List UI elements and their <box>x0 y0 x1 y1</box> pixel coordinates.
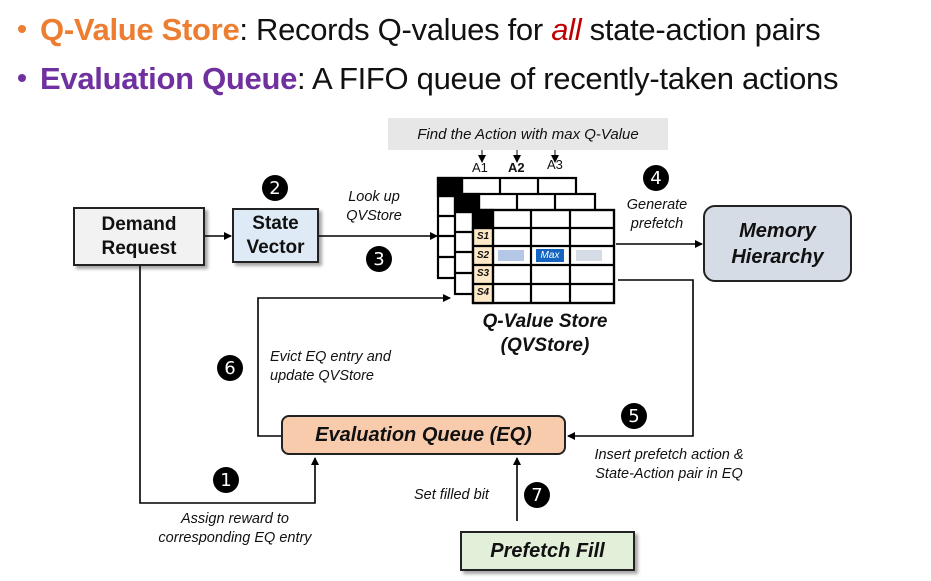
qvstore-title: Q-Value Store (QVStore) <box>455 310 635 358</box>
step-badge-6: 6 <box>217 355 243 381</box>
demand-request-line1: Demand <box>101 213 177 235</box>
bullet-dot <box>18 73 26 82</box>
step-badge-1: 1 <box>213 467 239 493</box>
memory-hierarchy-box: Memory Hierarchy <box>703 205 852 282</box>
lookup-line1: Look up <box>348 189 400 205</box>
assign-line2: corresponding EQ entry <box>158 530 312 546</box>
step-badge-7: 7 <box>524 482 550 508</box>
prefetch-fill-box: Prefetch Fill <box>460 531 635 571</box>
lookup-qvstore-label: Look up QVStore <box>338 188 410 226</box>
assign-reward-label: Assign reward to corresponding EQ entry <box>135 510 335 548</box>
state-vector-line1: State <box>252 212 299 234</box>
memory-hierarchy-line2: Hierarchy <box>731 245 824 268</box>
action-label-a3: A3 <box>547 157 563 172</box>
qvstore-title-line1: Q-Value Store <box>482 311 608 332</box>
generate-line2: prefetch <box>630 216 684 232</box>
state-vector-box: State Vector <box>232 208 319 263</box>
arrow-qvstore-to-eq <box>567 279 694 440</box>
term-evaluation-queue: Evaluation Queue <box>40 61 298 96</box>
state-vector-line2: Vector <box>246 236 305 258</box>
bullet-text-end: state-action pairs <box>581 12 821 47</box>
step-badge-2: 2 <box>262 175 288 201</box>
state-label-s3: S3 <box>476 268 490 279</box>
bullet-text: : A FIFO queue of recently-taken actions <box>297 61 839 96</box>
bullet-qvalue-store: Q-Value Store: Records Q-values for all … <box>18 12 821 48</box>
lookup-line2: QVStore <box>346 208 402 224</box>
bullet-evaluation-queue: Evaluation Queue: A FIFO queue of recent… <box>18 61 838 97</box>
arrow-demand-to-eq <box>139 266 319 504</box>
state-label-s1: S1 <box>476 231 490 242</box>
set-filled-bit-label: Set filled bit <box>414 487 489 503</box>
insert-line2: State-Action pair in EQ <box>595 466 743 482</box>
evaluation-queue-box: Evaluation Queue (EQ) <box>281 415 566 455</box>
generate-line1: Generate <box>626 197 688 213</box>
demand-request-box: Demand Request <box>73 207 205 266</box>
evict-line2: update QVStore <box>270 368 374 384</box>
term-qvalue-store: Q-Value Store <box>40 12 240 47</box>
arrow-eq-to-qvstore <box>257 294 451 437</box>
cell-s2-a3 <box>576 250 602 261</box>
action-label-a1: A1 <box>472 160 488 175</box>
evict-line1: Evict EQ entry and <box>270 349 391 365</box>
demand-request-line2: Request <box>101 237 177 259</box>
memory-hierarchy-line1: Memory <box>739 219 816 242</box>
qvstore-table <box>436 176 616 305</box>
step-badge-3: 3 <box>366 246 392 272</box>
qvstore-title-line2: (QVStore) <box>500 335 590 356</box>
step-badge-5: 5 <box>621 403 647 429</box>
max-qvalue-cell: Max <box>536 249 564 262</box>
assign-line1: Assign reward to <box>181 511 289 527</box>
action-label-a2: A2 <box>508 160 525 175</box>
insert-prefetch-label: Insert prefetch action & State-Action pa… <box>574 446 764 484</box>
generate-prefetch-label: Generate prefetch <box>617 196 697 234</box>
cell-s2-a1 <box>498 250 524 261</box>
find-max-action-label: Find the Action with max Q-Value <box>388 118 668 150</box>
state-label-s4: S4 <box>476 287 490 298</box>
bullet-text: : Records Q-values for <box>239 12 552 47</box>
evict-update-label: Evict EQ entry and update QVStore <box>270 348 391 386</box>
emphasis-all: all <box>551 12 582 47</box>
state-label-s2: S2 <box>476 250 490 261</box>
bullet-dot <box>18 24 26 33</box>
insert-line1: Insert prefetch action & <box>594 447 744 463</box>
step-badge-4: 4 <box>643 165 669 191</box>
